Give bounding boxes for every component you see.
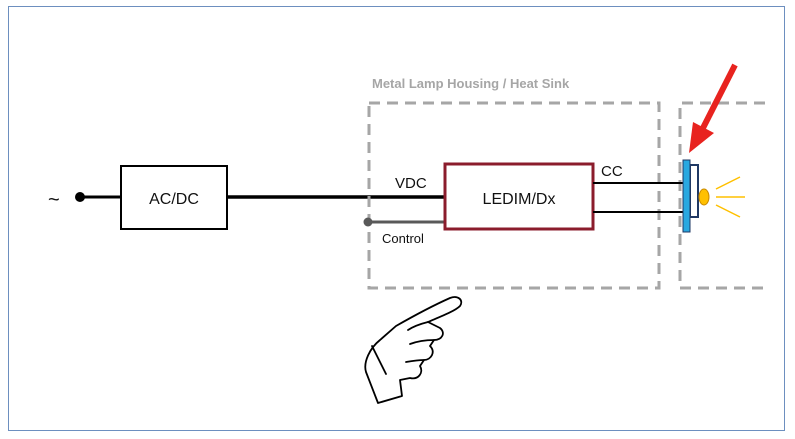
driver-label: LEDIM/Dx (483, 191, 556, 208)
heat-sink-box (678, 101, 765, 290)
pointing-hand-icon (364, 296, 463, 404)
driver-box (443, 162, 595, 231)
red-arrow-icon (689, 63, 738, 153)
cc-label: CC (601, 163, 623, 180)
housing-box (367, 101, 661, 290)
acdc-box (120, 165, 228, 230)
vdc-label: VDC (395, 175, 427, 192)
control-label: Control (382, 231, 424, 246)
led-icon (682, 159, 745, 233)
ac-symbol: ~ (48, 189, 60, 211)
housing-label: Metal Lamp Housing / Heat Sink (372, 76, 570, 91)
acdc-label: AC/DC (149, 191, 199, 208)
